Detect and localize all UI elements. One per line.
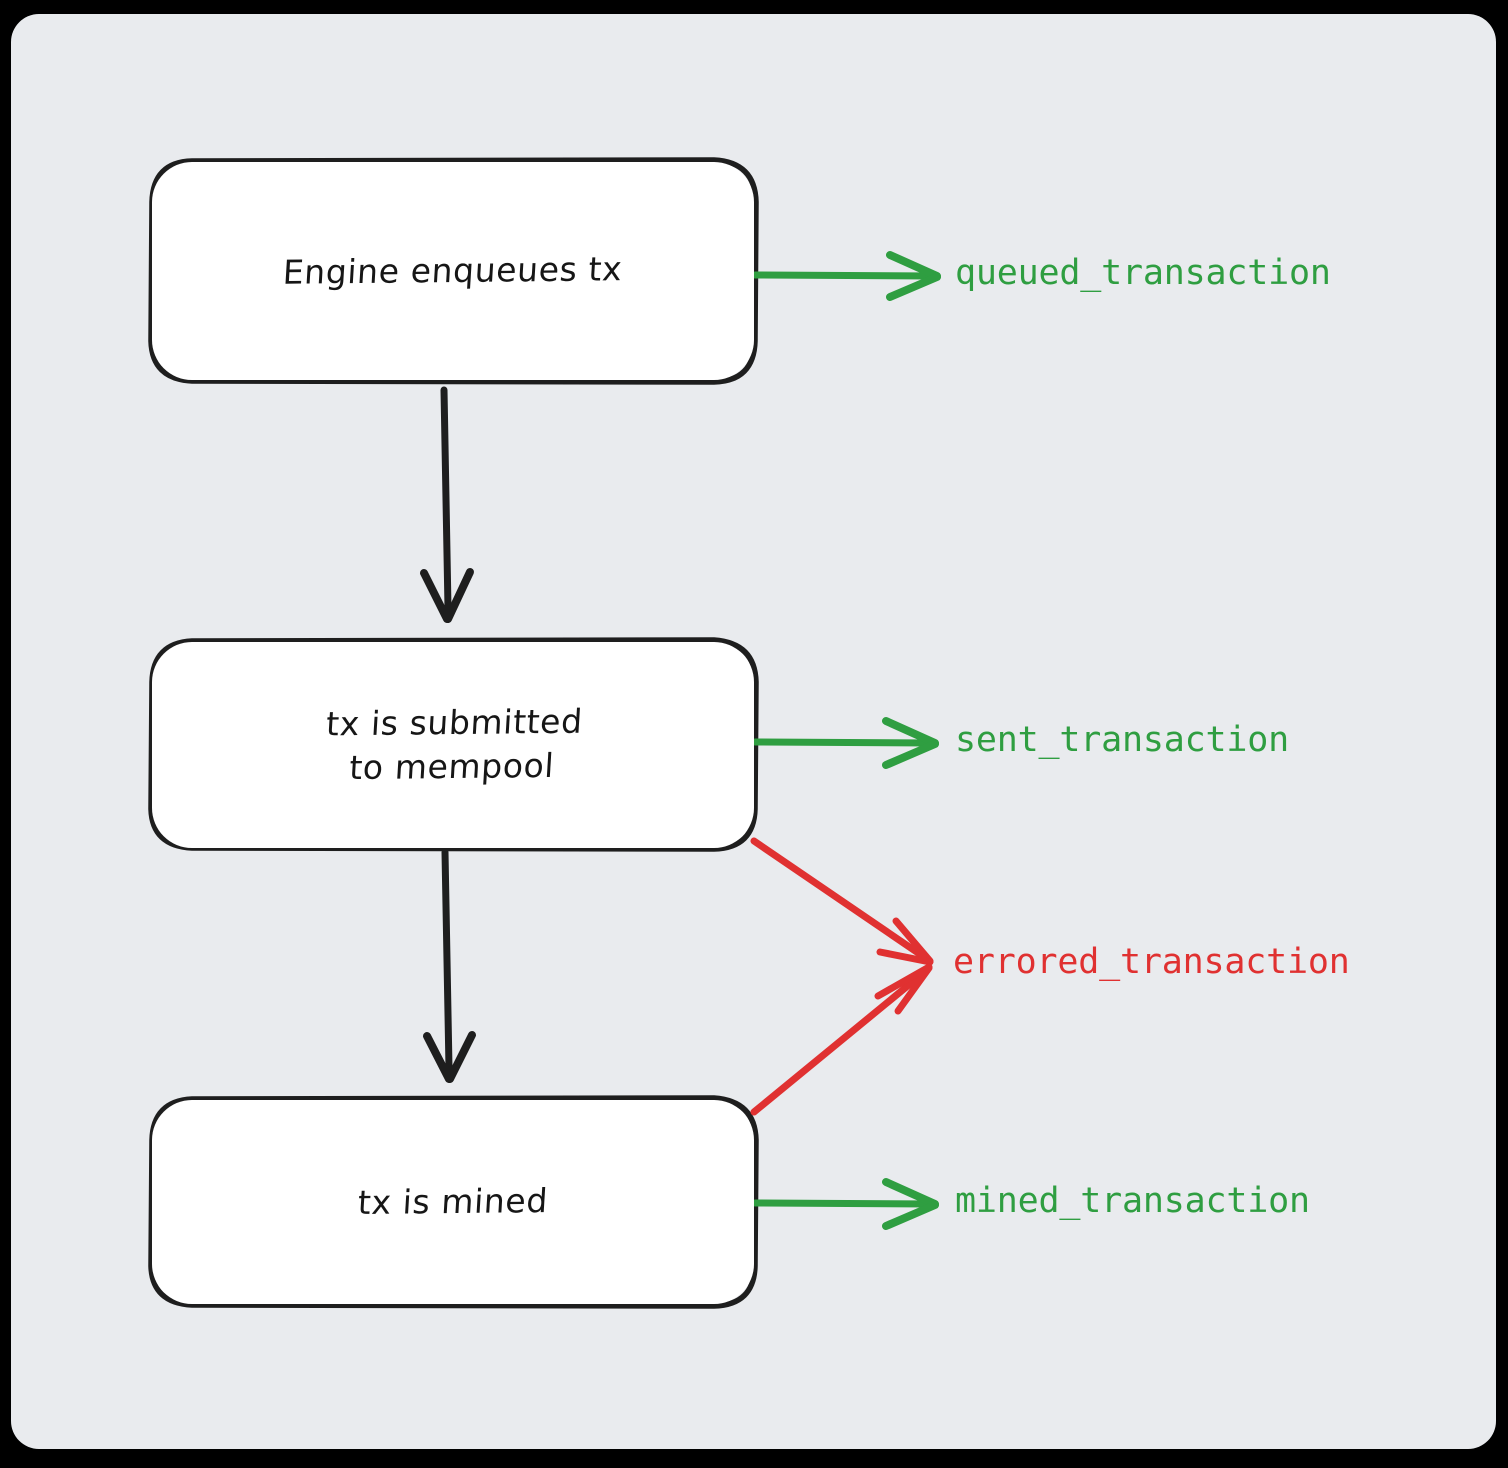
event-label-errored-transaction[interactable]: errored_transaction bbox=[953, 942, 1350, 982]
event-label-sent-transaction[interactable]: sent_transaction bbox=[955, 720, 1289, 760]
node-submit[interactable]: tx is submitted to mempool bbox=[152, 642, 754, 848]
node-mined-label: tx is mined bbox=[356, 1181, 550, 1223]
node-enqueue-label: Engine enqueues tx bbox=[282, 249, 624, 292]
node-mined[interactable]: tx is mined bbox=[152, 1100, 754, 1304]
node-submit-label: tx is submitted to mempool bbox=[324, 702, 584, 788]
node-enqueue[interactable]: Engine enqueues tx bbox=[152, 162, 754, 380]
event-label-queued-transaction[interactable]: queued_transaction bbox=[955, 253, 1331, 293]
event-label-mined-transaction[interactable]: mined_transaction bbox=[955, 1181, 1310, 1221]
